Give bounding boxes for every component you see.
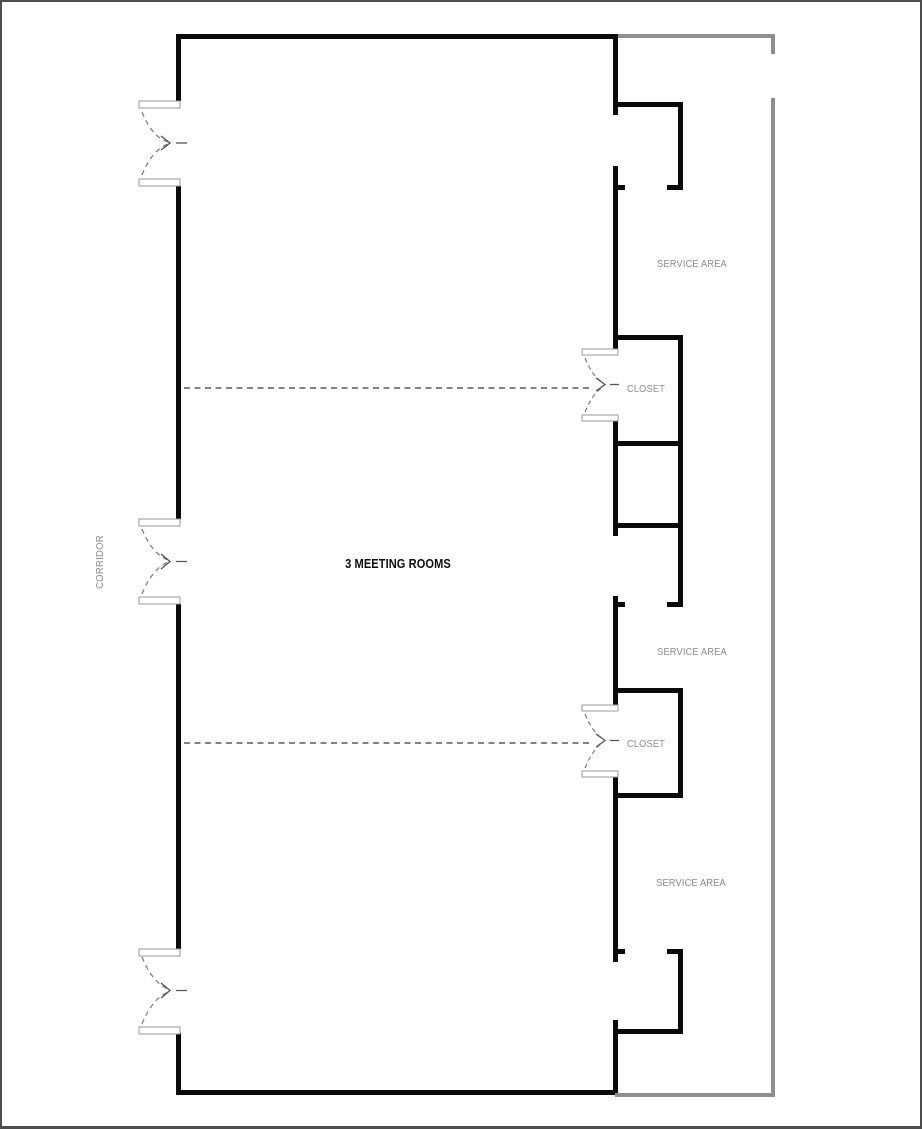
closet2-bottom-wall	[613, 793, 683, 798]
service-area-boundary	[615, 34, 775, 1097]
vestibule-door-stub	[667, 949, 683, 954]
vestibule-door-stub	[667, 185, 683, 190]
storage-box-bottom-wall	[613, 523, 683, 528]
closet2-right-wall	[678, 688, 683, 798]
wall-right-segment	[613, 596, 618, 705]
closet2-top-wall	[613, 688, 683, 693]
door-swing-arc	[141, 143, 169, 176]
vestibule-bottom-wall	[613, 1029, 683, 1034]
vestibule-door-stub	[613, 185, 625, 190]
wall-left-segment	[176, 604, 181, 949]
service-area-label: SERVICE AREA	[657, 646, 727, 658]
corridor-label: CORRIDOR	[94, 535, 106, 589]
door-swing-arc	[584, 742, 603, 769]
door-swing-arc	[141, 561, 169, 595]
door-swing-arc	[584, 713, 603, 739]
door-swing-chevron	[160, 982, 172, 999]
closet-label: CLOSET	[626, 383, 666, 395]
wall-left-segment	[176, 186, 181, 519]
door-swing-arc	[584, 387, 603, 413]
closet1-top-wall	[613, 335, 683, 340]
service-area-label: SERVICE AREA	[656, 877, 726, 889]
walls	[176, 34, 683, 1095]
boundary-bottom	[615, 1093, 775, 1097]
wall-right-segment	[613, 777, 618, 962]
wall-top	[176, 34, 618, 39]
meeting-rooms-title: 3 MEETING ROOMS	[345, 556, 451, 571]
vestibule-door-stub	[613, 949, 625, 954]
door-swing-chevron	[160, 135, 172, 151]
boundary-right-stub	[771, 34, 775, 54]
door-jamb	[581, 770, 619, 778]
door-jamb	[581, 704, 619, 712]
door-swing-icon	[584, 713, 619, 769]
door-jamb	[581, 348, 619, 356]
door-jamb	[138, 596, 181, 605]
vestibule-right-wall	[678, 949, 683, 1034]
door-jamb	[138, 518, 181, 527]
partition-lines	[184, 387, 590, 744]
closet1-right-wall	[678, 335, 683, 607]
vestibule-door-stub	[667, 602, 683, 607]
vestibule-right-wall	[678, 102, 683, 190]
door-jamb	[138, 1026, 181, 1035]
wall-bottom	[176, 1090, 618, 1095]
wall-right-segment	[613, 34, 618, 115]
door-swing-icon	[141, 528, 187, 595]
door-swing-arc	[584, 357, 603, 383]
door-jamb	[138, 948, 181, 957]
vestibule-door-stub	[613, 602, 625, 607]
door-jamb	[581, 414, 619, 422]
closet1-bottom-wall	[613, 441, 683, 446]
door-swing-chevron	[595, 733, 607, 748]
door-swing-arc	[141, 528, 169, 561]
boundary-top	[618, 34, 775, 38]
wall-right-segment	[613, 166, 618, 351]
door-jamb	[138, 100, 181, 109]
door-swing-icon	[141, 111, 187, 176]
closet-label: CLOSET	[626, 738, 666, 750]
wall-right-segment	[613, 421, 618, 536]
door-swing-arc	[141, 111, 169, 143]
door-swing-icon	[141, 956, 187, 1025]
door-jamb	[138, 178, 181, 187]
service-area-label: SERVICE AREA	[657, 258, 727, 270]
door-jambs	[138, 100, 619, 1035]
boundary-right	[771, 98, 775, 1097]
door-swing-arc	[141, 956, 169, 990]
door-swing-arc	[141, 991, 169, 1025]
door-swing-chevron	[595, 377, 607, 392]
door-swing-chevron	[160, 553, 172, 570]
wall-left-segment	[176, 34, 181, 101]
wall-left-segment	[176, 1033, 181, 1095]
wall-right-segment	[613, 1020, 618, 1095]
vestibule-top-wall	[613, 102, 683, 107]
door-swing-icon	[584, 357, 619, 413]
